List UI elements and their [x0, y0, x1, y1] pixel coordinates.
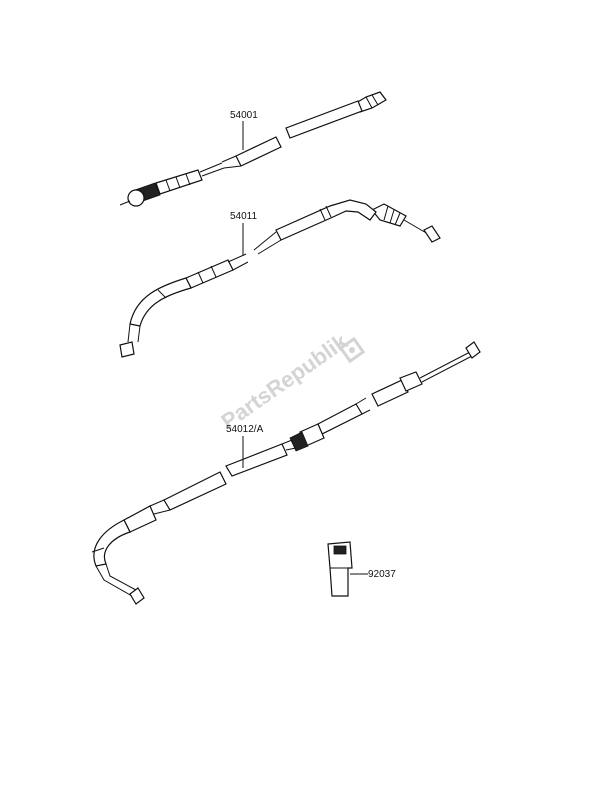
cable-band[interactable]	[327, 541, 368, 597]
cable-sheath-right	[275, 199, 377, 241]
cable-end-plug-bottom	[129, 587, 145, 605]
cable-bottom-fitting	[119, 169, 203, 207]
cable-sheath-bottom	[163, 471, 227, 511]
part-label-54001: 54001	[230, 110, 258, 121]
speedometer-cable[interactable]	[119, 91, 387, 207]
part-label-92037: 92037	[368, 569, 396, 580]
part-label-54011: 54011	[230, 211, 258, 222]
cable-right-end	[371, 203, 441, 243]
cable-sheath-top	[371, 379, 409, 407]
cable-sheath-lower	[235, 136, 282, 167]
cable-top-end	[419, 341, 481, 383]
cable-sheath-upper	[285, 100, 363, 139]
throttle-cable[interactable]	[91, 341, 481, 605]
cable-curve-bottom	[93, 519, 131, 567]
cable-end-plug	[119, 341, 135, 358]
clutch-cable[interactable]	[119, 199, 441, 358]
cable-adjuster	[281, 423, 325, 452]
cable-curve	[129, 277, 192, 327]
watermark-seal-icon	[338, 336, 366, 364]
part-label-54012A: 54012/A	[226, 424, 264, 435]
cable-sheath-left	[185, 259, 234, 289]
cable-sheath-lower	[225, 443, 288, 477]
cable-sheath-middle	[317, 403, 363, 435]
